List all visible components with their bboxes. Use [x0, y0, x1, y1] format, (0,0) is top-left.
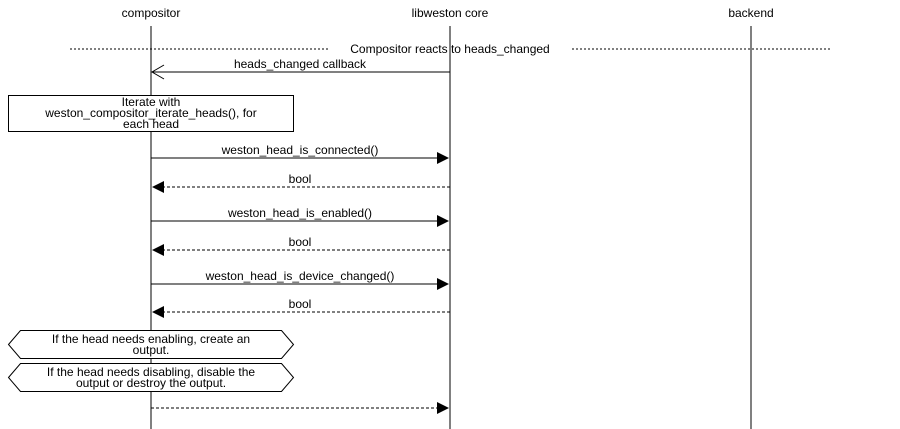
message-arrowhead-return-bool-device-changed	[152, 306, 164, 318]
message-label-weston-head-is-connected: weston_head_is_connected()	[221, 143, 379, 157]
message-arrowhead-final-call	[437, 402, 449, 414]
message-return-bool-device-changed[interactable]: bool	[152, 297, 450, 318]
message-arrowhead-return-bool-connected	[152, 181, 164, 193]
message-final-call[interactable]	[151, 402, 449, 414]
divider-label: Compositor reacts to heads_changed	[350, 42, 549, 56]
divider-compositor-reacts: Compositor reacts to heads_changed	[70, 42, 830, 56]
note-enable-head-hexagon	[7, 330, 295, 359]
note-disable-head-line-2: output or destroy the output.	[76, 376, 226, 390]
message-arrowhead-weston-head-is-device-changed	[437, 278, 449, 290]
lifeline-title-libweston-core: libweston core	[412, 6, 489, 20]
note-enable-head-line-1: If the head needs enabling, create an	[52, 332, 250, 346]
message-heads-changed-callback[interactable]: heads_changed callback	[151, 57, 450, 80]
lifeline-backend[interactable]: backend	[728, 6, 774, 429]
message-weston-head-is-device-changed[interactable]: weston_head_is_device_changed()	[151, 269, 449, 290]
message-label-heads-changed-callback: heads_changed callback	[234, 57, 367, 71]
note-iterate-heads-box	[8, 95, 294, 132]
note-enable-head: If the head needs enabling, create an ou…	[7, 330, 295, 359]
message-arrowhead-weston-head-is-enabled	[437, 215, 449, 227]
message-weston-head-is-enabled[interactable]: weston_head_is_enabled()	[151, 206, 449, 227]
lifelines-group: compositor libweston core backend	[122, 6, 774, 429]
note-iterate-heads: Iterate with weston_compositor_iterate_h…	[8, 95, 294, 132]
message-arrowhead-return-bool-enabled	[152, 244, 164, 256]
message-label-return-bool-device-changed: bool	[289, 297, 312, 311]
note-disable-head-line-1: If the head needs disabling, disable the	[47, 365, 255, 379]
message-label-weston-head-is-device-changed: weston_head_is_device_changed()	[205, 269, 395, 283]
message-label-weston-head-is-enabled: weston_head_is_enabled()	[227, 206, 372, 220]
lifeline-title-backend: backend	[728, 6, 773, 20]
note-disable-head-hexagon	[7, 363, 295, 392]
message-weston-head-is-connected[interactable]: weston_head_is_connected()	[151, 143, 449, 164]
message-return-bool-enabled[interactable]: bool	[152, 235, 450, 256]
message-label-return-bool-connected: bool	[289, 172, 312, 186]
note-iterate-heads-line-2: weston_compositor_iterate_heads(), for	[44, 106, 256, 120]
lifeline-libweston-core[interactable]: libweston core	[412, 6, 489, 429]
lifeline-compositor[interactable]: compositor	[122, 6, 181, 429]
note-disable-head: If the head needs disabling, disable the…	[7, 363, 295, 392]
message-arrowhead-heads-changed-callback	[151, 64, 165, 80]
note-iterate-heads-line-1: Iterate with	[122, 95, 181, 109]
lifeline-title-compositor: compositor	[122, 6, 181, 20]
message-label-return-bool-enabled: bool	[289, 235, 312, 249]
note-enable-head-line-2: output.	[133, 343, 170, 357]
message-arrowhead-weston-head-is-connected	[437, 152, 449, 164]
message-return-bool-connected[interactable]: bool	[152, 172, 450, 193]
note-iterate-heads-line-3: each head	[123, 117, 179, 131]
